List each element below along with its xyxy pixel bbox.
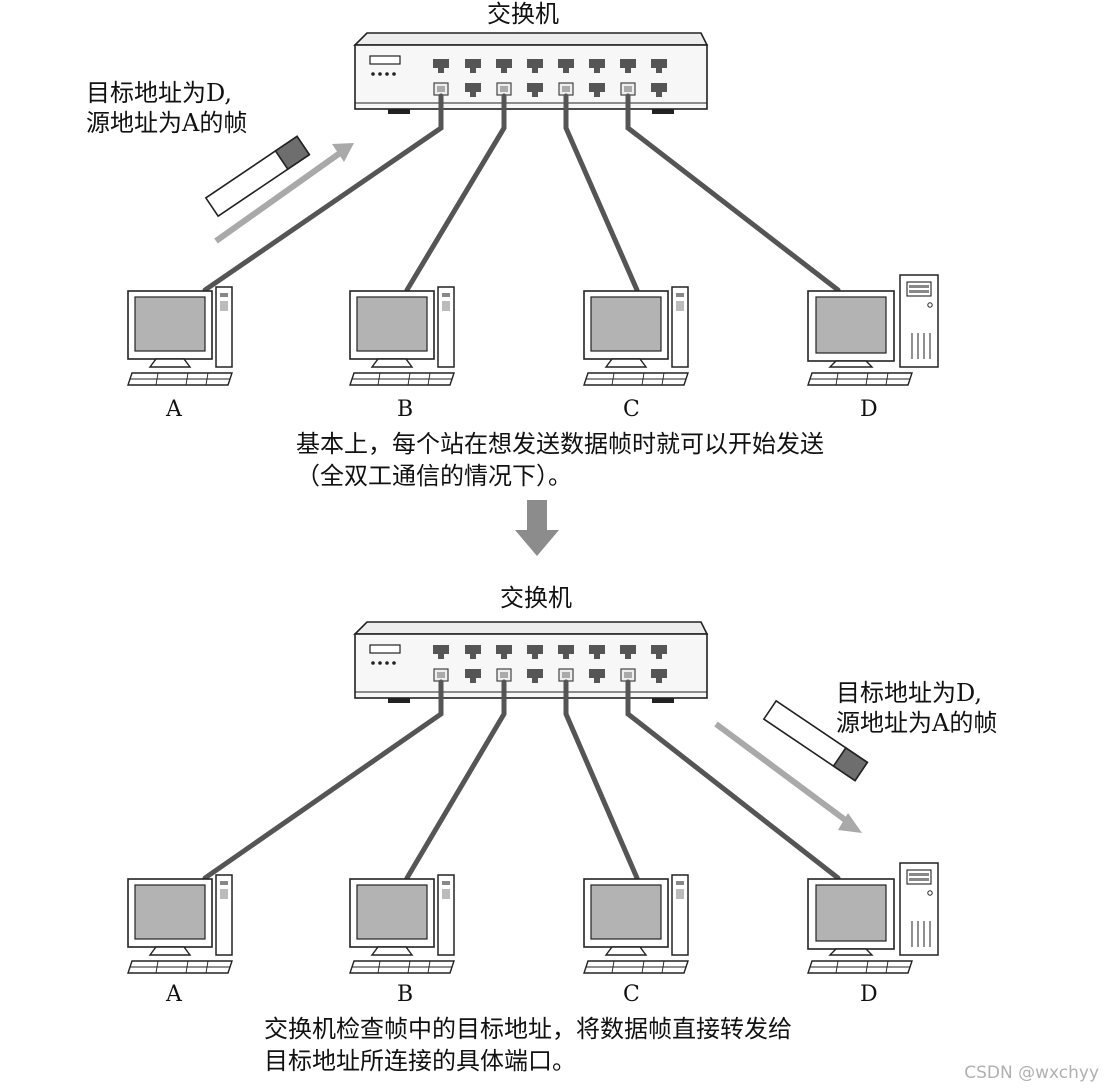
bottom-switch [354, 621, 708, 704]
bottom-computer-d-label: D [860, 982, 878, 1007]
bottom-frame-note: 目标地址为D, 源地址为A的帧 [836, 678, 997, 738]
bottom-computer-c [583, 874, 689, 974]
bottom-frame-note-line1: 目标地址为D, [836, 679, 983, 707]
watermark: CSDN @wxchyy [964, 1063, 1099, 1083]
bottom-frame-arrow [714, 721, 862, 833]
top-frame-packet-icon [204, 135, 311, 218]
bottom-computer-c-label: C [623, 982, 640, 1007]
top-computer-d-label: D [860, 397, 878, 422]
bottom-cable-b [404, 679, 507, 881]
top-computer-d [807, 274, 939, 386]
bottom-computer-a-label: A [166, 982, 182, 1007]
transition-arrow-icon [515, 500, 559, 556]
top-computer-c-label: C [623, 397, 640, 422]
bottom-frame-packet-icon [762, 699, 869, 782]
bottom-computer-d [807, 862, 939, 974]
bottom-frame-note-line2: 源地址为A的帧 [836, 709, 998, 737]
top-switch-title: 交换机 [487, 0, 559, 28]
top-computer-b [349, 286, 455, 386]
top-frame-note-line1: 目标地址为D, [86, 79, 233, 107]
bottom-cable-a [202, 679, 444, 881]
bottom-cables [202, 679, 841, 881]
bottom-computer-b [349, 874, 455, 974]
top-frame-note: 目标地址为D, 源地址为A的帧 [86, 78, 247, 138]
top-frame-arrow [214, 143, 354, 244]
top-frame-note-line2: 源地址为A的帧 [86, 109, 248, 137]
top-computers [127, 274, 939, 386]
top-cable-b [404, 93, 507, 293]
top-computer-c [583, 286, 689, 386]
bottom-cable-d [625, 679, 841, 881]
top-cable-c [563, 93, 640, 293]
bottom-switch-title: 交换机 [500, 584, 572, 612]
top-caption-line1: 基本上，每个站在想发送数据帧时就可以开始发送 [296, 430, 824, 458]
top-cable-a [202, 93, 444, 293]
top-computer-a [127, 286, 233, 386]
bottom-computer-a [127, 874, 233, 974]
bottom-computers [127, 862, 939, 974]
top-computer-b-label: B [397, 397, 414, 422]
bottom-caption: 交换机检查帧中的目标地址，将数据帧直接转发给 目标地址所连接的具体端口。 [264, 1013, 792, 1077]
top-cable-d [625, 93, 841, 293]
bottom-caption-line1: 交换机检查帧中的目标地址，将数据帧直接转发给 [264, 1015, 792, 1043]
top-computer-a-label: A [166, 397, 182, 422]
bottom-caption-line2: 目标地址所连接的具体端口。 [264, 1047, 576, 1075]
top-caption: 基本上，每个站在想发送数据帧时就可以开始发送 （全双工通信的情况下）。 [296, 428, 824, 492]
top-switch [354, 32, 708, 115]
bottom-computer-b-label: B [397, 982, 414, 1007]
top-caption-line2: （全双工通信的情况下）。 [296, 462, 572, 490]
bottom-cable-c [563, 679, 640, 881]
top-cables [202, 93, 841, 293]
